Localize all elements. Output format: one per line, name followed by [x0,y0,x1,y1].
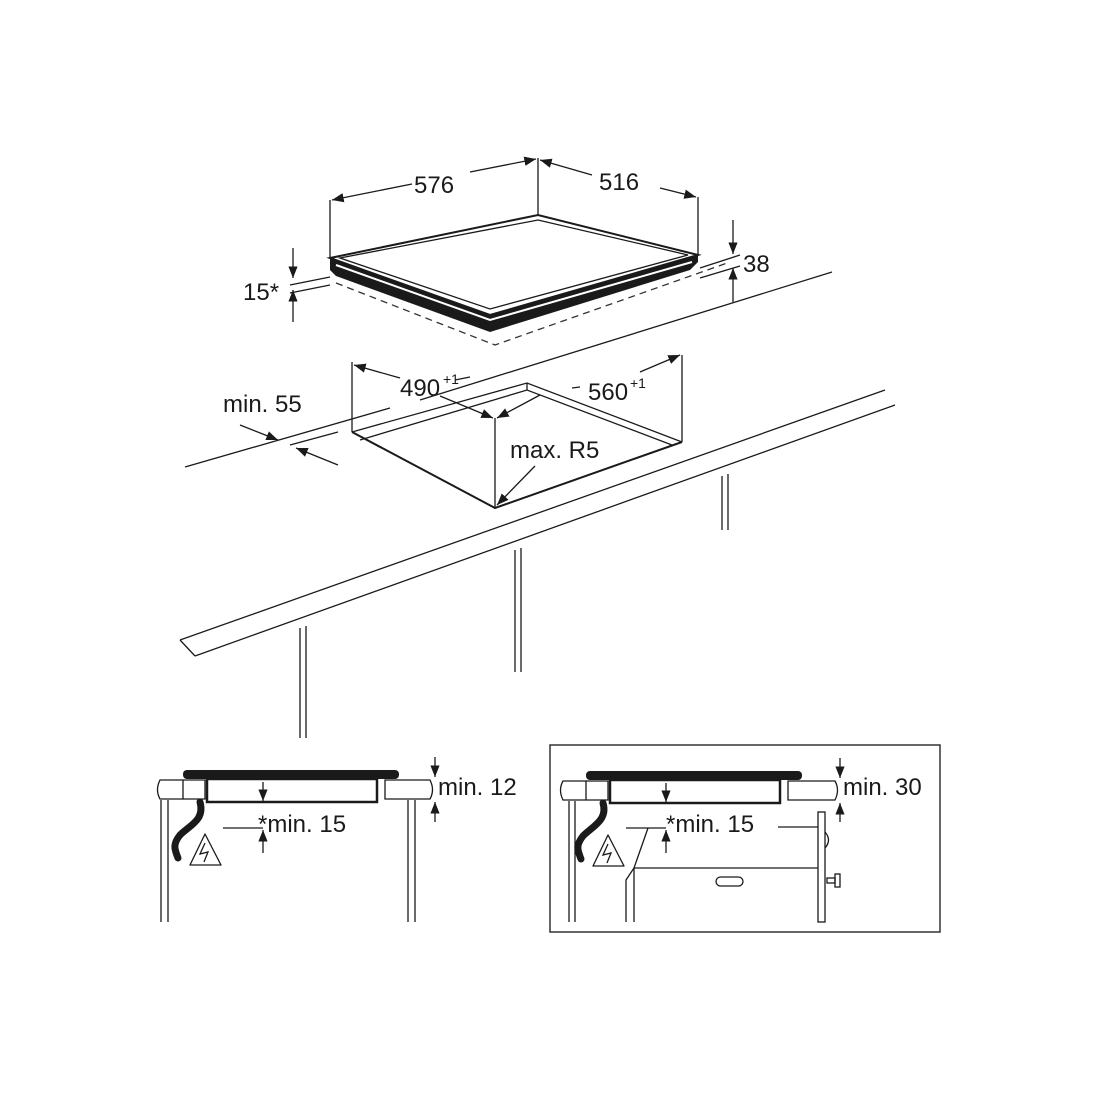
cutout-width-label: 560 [588,379,628,406]
cutout-depth-tolerance: +1 [443,371,459,387]
hob-dimensions: 576 516 38 15* [243,156,770,322]
hob-height-label: 38 [743,251,770,278]
section-right: *min. 15 min. 30 [549,744,941,933]
high-voltage-warning-icon [189,833,222,866]
cutout-depth-label: 490 [400,375,440,402]
worktop [179,271,896,738]
hob [326,213,731,346]
hob-width-label: 576 [414,172,454,199]
clearance-below-label: *min. 15 [258,811,346,838]
cutout-width-tolerance: +1 [630,375,646,391]
below-top-label: 15* [243,279,279,306]
section-right-frame [549,744,941,933]
cutout: 490 +1 560 +1 max. R5 min. 55 [223,354,683,510]
section-left: *min. 15 min. 12 [156,757,517,922]
worktop-thickness-label: min. 12 [438,774,517,801]
clearance-below-label: *min. 15 [666,811,754,838]
high-voltage-warning-icon [592,834,625,867]
edge-distance-label: min. 55 [223,391,302,418]
worktop-thickness-label: min. 30 [843,774,922,801]
corner-radius-label: max. R5 [510,437,599,464]
hob-depth-label: 516 [599,169,639,196]
